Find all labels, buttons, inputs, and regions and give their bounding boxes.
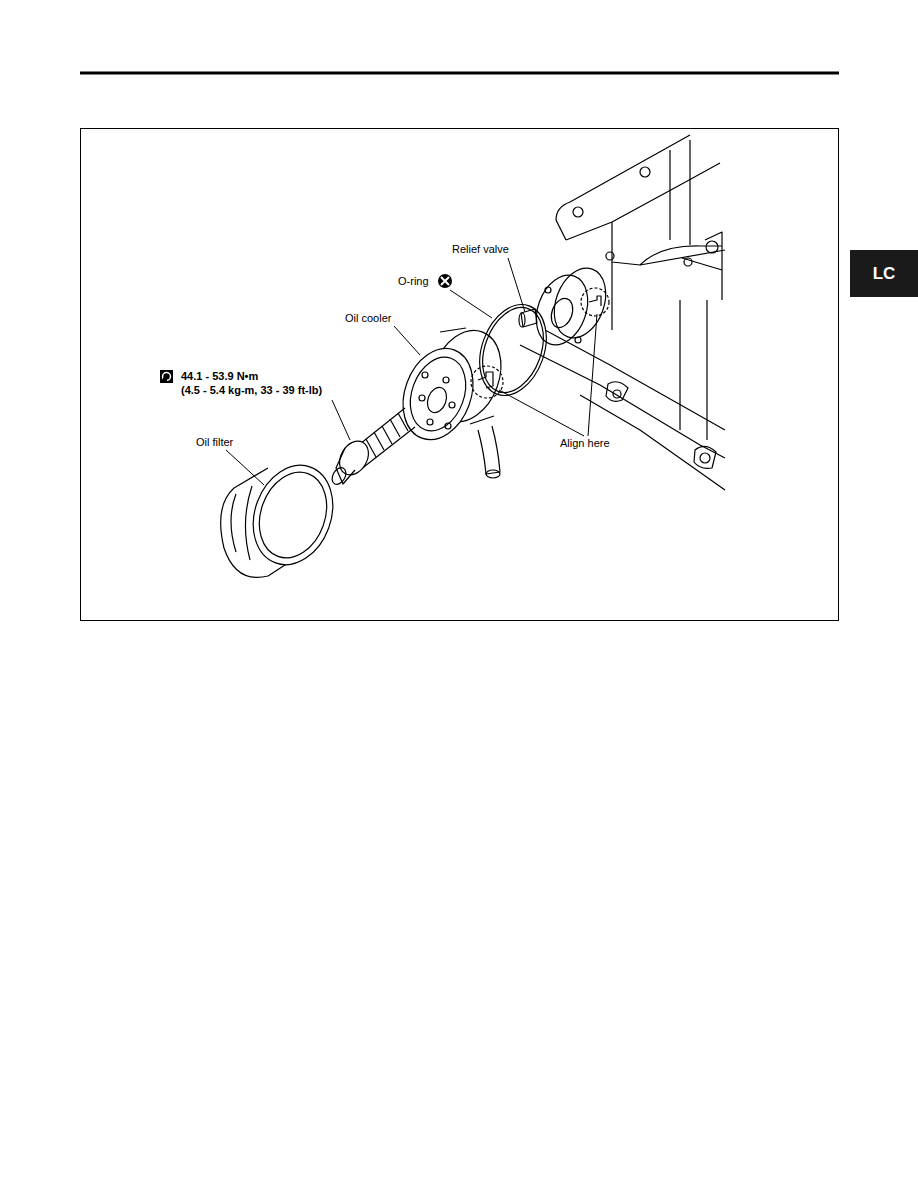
part-name: O-ring	[398, 275, 429, 288]
part-name: Oil cooler	[345, 312, 391, 325]
section-code: LC	[873, 264, 896, 284]
torque-spec: (4.5 - 5.4 kg-m, 33 - 39 ft-lb)	[181, 384, 322, 397]
assembly-note: Align here	[560, 437, 610, 450]
torque-spec: 44.1 - 53.9 N•m	[181, 370, 258, 383]
section-tab: LC	[850, 250, 918, 297]
part-name: Relief valve	[452, 243, 509, 256]
part-name: Oil filter	[196, 436, 233, 449]
